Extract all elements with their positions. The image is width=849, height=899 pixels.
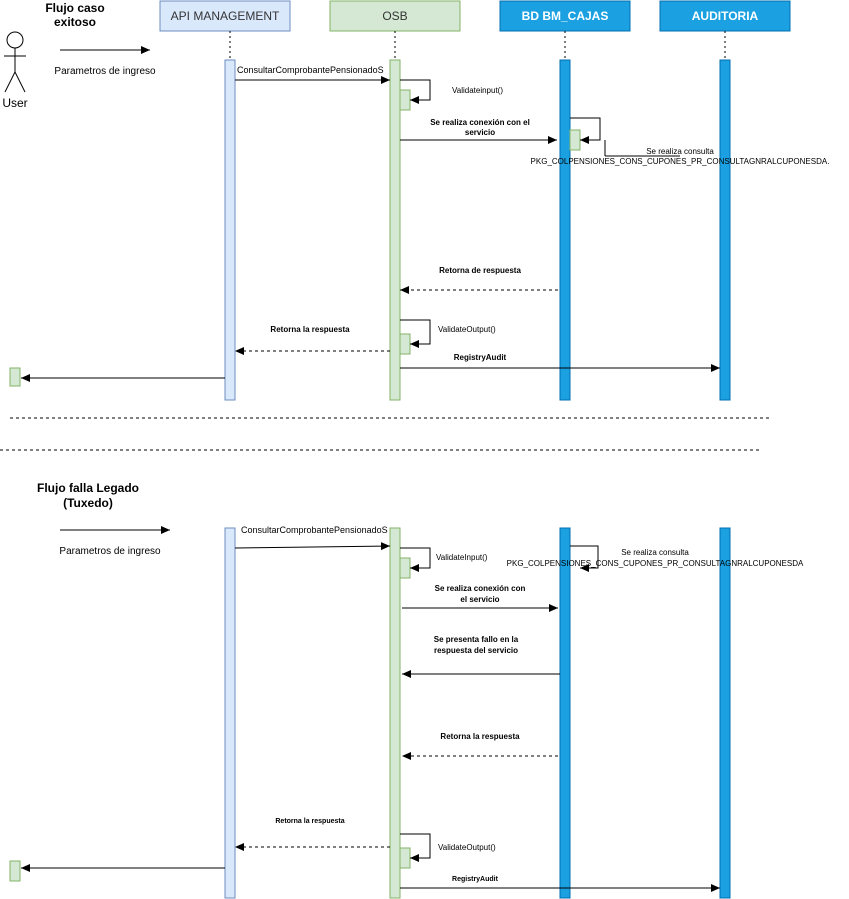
flow1-conexion-label1: Se realiza conexión con el bbox=[430, 118, 530, 127]
participant-osb[interactable]: OSB bbox=[329, 0, 461, 32]
flow2-validateinput-activation bbox=[399, 557, 411, 579]
flow1-validateinput-arrow bbox=[400, 79, 431, 104]
flow2-user-activation bbox=[9, 860, 21, 882]
flow2-validateoutput-label: ValidateOutput() bbox=[438, 843, 496, 852]
flow1-api-activation bbox=[224, 59, 236, 401]
user-stick-figure-icon bbox=[4, 31, 26, 93]
flow2-retorna-api-label: Retorna la respuesta bbox=[275, 818, 344, 825]
flow2-fallo-label2: respuesta del servicio bbox=[434, 646, 518, 655]
participant-auditoria[interactable]: AUDITORIA bbox=[659, 0, 791, 32]
flow2-conexion-label2: el servicio bbox=[460, 595, 499, 604]
flow2-title-line1: Flujo falla Legado bbox=[37, 481, 139, 495]
participant-osb-label: OSB bbox=[382, 9, 407, 23]
flow2-registry-label: RegistryAudit bbox=[452, 876, 499, 883]
flow1-validateinput-label: Validateinput() bbox=[452, 86, 503, 95]
flow1-consultar-label: ConsultarComprobantePensionadoS bbox=[237, 65, 384, 75]
flow1-user-activation bbox=[9, 367, 21, 387]
flow2-validateinput-arrow bbox=[400, 547, 431, 572]
flow1-db-self-activation bbox=[569, 129, 581, 151]
flow1-consulta-label1: Se realiza consulta bbox=[646, 147, 714, 156]
flow2-db-activation bbox=[559, 527, 571, 899]
flow2-validateoutput-arrow bbox=[400, 833, 431, 862]
flow2-consultar-label: ConsultarComprobantePensionadoS bbox=[241, 525, 388, 535]
flow2-consulta-label1: Se realiza consulta bbox=[621, 548, 689, 557]
flow2-fallo-label1: Se presenta fallo en la bbox=[434, 635, 519, 644]
flow1-validateinput-activation bbox=[399, 89, 411, 111]
flow1-registry-label: RegistryAudit bbox=[454, 353, 507, 362]
participant-bd-bm-cajas[interactable]: BD BM_CAJAS bbox=[499, 0, 631, 32]
flow2-api-activation bbox=[224, 527, 236, 899]
flow2-title-line2: (Tuxedo) bbox=[63, 496, 113, 510]
flow1-auditoria-activation bbox=[719, 59, 731, 401]
flow1-validateoutput-activation bbox=[399, 333, 411, 355]
flow1-db-self-arrow bbox=[570, 117, 601, 144]
flow2-validateinput-label: ValidateInput() bbox=[436, 553, 488, 562]
participant-db-label: BD BM_CAJAS bbox=[522, 9, 609, 23]
flow1-retorna-api-label: Retorna la respuesta bbox=[270, 325, 350, 334]
lifeline-stubs bbox=[229, 31, 726, 60]
flow1-title-line2: exitoso bbox=[54, 15, 96, 29]
flow2-conexion-label1: Se realiza conexión con bbox=[435, 584, 526, 593]
flow2-osb-activation bbox=[389, 527, 401, 899]
flow2-db-self-arrow bbox=[570, 545, 599, 572]
flow2-consultar-arrow bbox=[234, 542, 391, 551]
flow1-osb-activation bbox=[389, 59, 401, 401]
participant-api-management[interactable]: API MANAGEMENT bbox=[159, 0, 291, 32]
participant-auditoria-label: AUDITORIA bbox=[692, 9, 759, 23]
participant-api-label: API MANAGEMENT bbox=[171, 9, 280, 23]
flow1-conexion-label2: servicio bbox=[465, 128, 495, 137]
flow1-consulta-label2: PKG_COLPENSIONES_CONS_CUPONES_PR_CONSULT… bbox=[531, 157, 830, 166]
flow1-db-activation bbox=[559, 59, 571, 401]
flow1-validateoutput-arrow bbox=[400, 319, 431, 348]
flow2-auditoria-activation bbox=[719, 527, 731, 899]
flow1-params-label: Parametros de ingreso bbox=[54, 66, 156, 77]
flow1-validateoutput-label: ValidateOutput() bbox=[438, 325, 496, 334]
flow2-validateoutput-activation bbox=[399, 847, 411, 869]
flow1-retorna-db-label: Retorna de respuesta bbox=[439, 266, 521, 275]
flow1-title-line1: Flujo caso bbox=[45, 1, 104, 15]
flow2-params-label: Parametros de ingreso bbox=[59, 546, 161, 557]
flow2-consulta-label2: PKG_COLPENSIONES_CONS_CUPONES_PR_CONSULT… bbox=[507, 559, 804, 568]
actor-label: User bbox=[2, 96, 27, 110]
flow2-retorna-db-label: Retorna la respuesta bbox=[440, 732, 520, 741]
